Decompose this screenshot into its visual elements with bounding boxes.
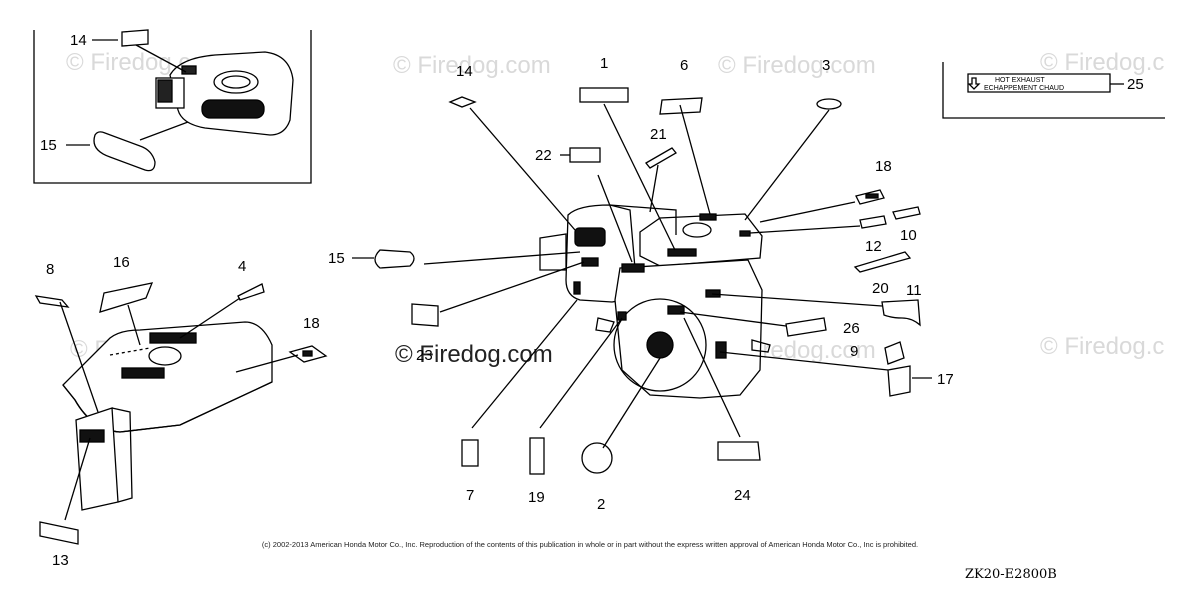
- callout-label: 15: [40, 137, 57, 154]
- callout-label: 18: [303, 315, 320, 332]
- callout-label: 9: [850, 343, 858, 360]
- callout-label: 4: [238, 258, 246, 275]
- callout-label: 24: [734, 487, 751, 504]
- callout-label: 17: [937, 371, 954, 388]
- callout-label: 20: [872, 280, 889, 297]
- callout-label: 8: [46, 261, 54, 278]
- callout-label: 6: [680, 57, 688, 74]
- warning-label-line2: ECHAPPEMENT CHAUD: [984, 85, 1064, 92]
- fuel-tank-assembly: [34, 282, 328, 545]
- callout-label: 23: [416, 347, 433, 364]
- callout-label: 18: [875, 158, 892, 175]
- copyright-notice: (c) 2002-2013 American Honda Motor Co., …: [261, 540, 919, 549]
- callout-label: 14: [70, 32, 87, 49]
- callout-label: 12: [865, 238, 882, 255]
- watermark: © Firedog.c: [1040, 333, 1164, 360]
- callout-label: 16: [113, 254, 130, 271]
- callout-label: 25: [1127, 76, 1144, 93]
- callout-label: 13: [52, 552, 69, 569]
- warning-label-inset: [942, 62, 1165, 119]
- callout-label: 1: [600, 55, 608, 72]
- diagram-id: ZK20-E2800B: [965, 567, 1057, 582]
- callout-label: 10: [900, 227, 917, 244]
- callout-label: 21: [650, 126, 667, 143]
- callout-label: 3: [822, 57, 830, 74]
- callout-label: 11: [906, 282, 922, 299]
- watermark: © Firedog.c: [1040, 49, 1164, 76]
- callout-label: 26: [843, 320, 860, 337]
- callout-label: 7: [466, 487, 474, 504]
- callout-label: 15: [328, 250, 345, 267]
- center-watermark: © Firedog.com: [395, 341, 553, 368]
- engine-assembly: [352, 87, 932, 475]
- callout-label: 22: [535, 147, 552, 164]
- watermark: © Firedog.com: [393, 52, 551, 79]
- warning-label-line1: HOT EXHAUST: [995, 77, 1045, 84]
- watermark: © Firedog.com: [718, 52, 876, 79]
- callout-label: 14: [456, 63, 473, 80]
- callout-label: 2: [597, 496, 605, 513]
- callout-label: 19: [528, 489, 545, 506]
- air-cleaner-inset: [33, 29, 312, 184]
